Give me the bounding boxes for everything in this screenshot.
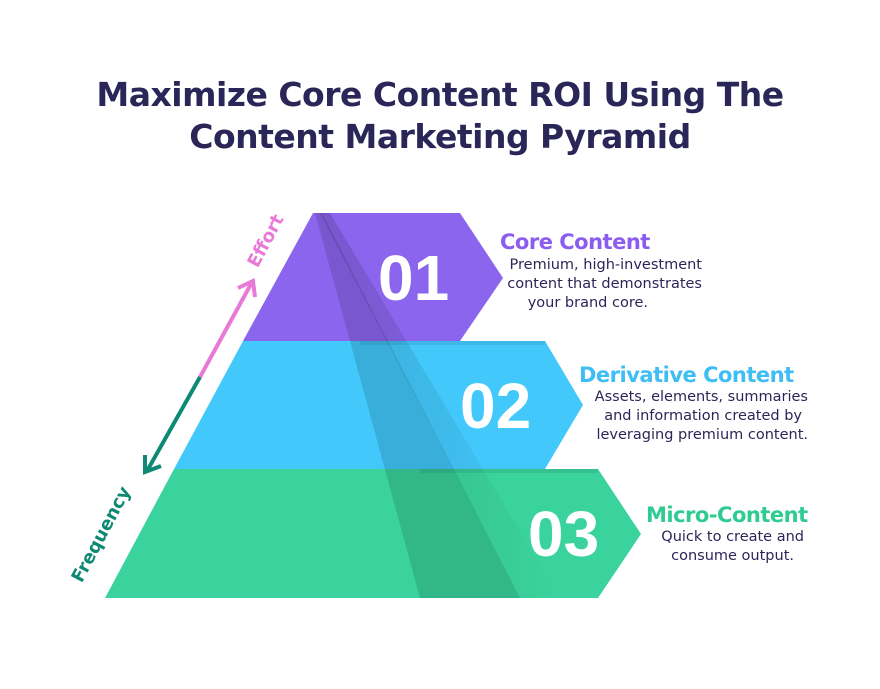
- tier-3-top-shadow: [420, 469, 598, 473]
- tier-2-description: Assets, elements, summaries and informat…: [594, 389, 808, 443]
- tier-1-label: Core Content: [500, 230, 650, 254]
- tier-2-top-shadow: [360, 341, 545, 345]
- tier-1-number: 01: [378, 242, 450, 314]
- effort-arrowhead-icon: [237, 278, 257, 298]
- tier-3-label: Micro-Content: [646, 503, 808, 527]
- tier-1-shape: [243, 213, 503, 341]
- tier-2-label: Derivative Content: [579, 363, 794, 387]
- frequency-arrowhead-icon: [143, 455, 162, 475]
- tier-2-shape: [174, 341, 583, 469]
- fold-shade-soft: [320, 213, 560, 598]
- effort-arrow-line: [198, 283, 253, 378]
- page-title: Maximize Core Content ROI Using The Cont…: [0, 74, 880, 158]
- frequency-arrow-line: [145, 376, 202, 472]
- tier-3-description: Quick to create and consume output.: [661, 529, 804, 564]
- title-line-2: Content Marketing Pyramid: [189, 117, 691, 156]
- fold-shade-band: [315, 213, 520, 598]
- title-line-1: Maximize Core Content ROI Using The: [96, 75, 784, 114]
- tier-2-number: 02: [460, 370, 532, 442]
- tier-1-description: Premium, high-investment content that de…: [507, 257, 702, 311]
- tier-3-number: 03: [528, 498, 600, 570]
